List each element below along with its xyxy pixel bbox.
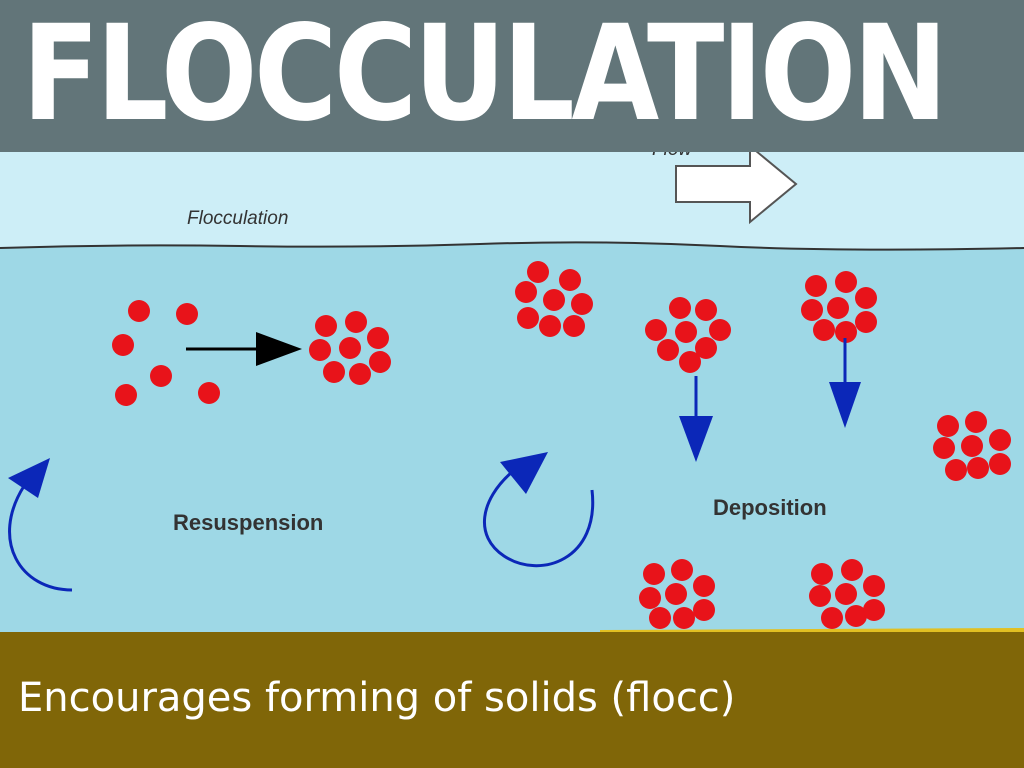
resuspension-arrow-icon	[500, 452, 548, 494]
particle	[559, 269, 581, 291]
deposition-label: Deposition	[713, 495, 827, 520]
floc-cluster	[515, 261, 593, 337]
particle	[517, 307, 539, 329]
flocculation-label: Flocculation	[187, 208, 288, 229]
particle	[945, 459, 967, 481]
deposition-arrow-icon	[829, 382, 861, 428]
resuspension-curve	[8, 485, 73, 592]
particle	[835, 321, 857, 343]
particle	[813, 319, 835, 341]
particle	[649, 607, 671, 629]
particle	[801, 299, 823, 321]
floc-cluster	[801, 271, 877, 343]
particle	[675, 321, 697, 343]
resuspension-label: Resuspension	[173, 510, 323, 535]
particle	[989, 429, 1011, 451]
aggregation-arrow-icon	[256, 332, 302, 366]
particle	[563, 315, 585, 337]
floc-cluster	[809, 559, 885, 629]
particle	[673, 607, 695, 629]
resuspension-curve	[482, 470, 595, 568]
floc-cluster	[639, 559, 715, 629]
particle	[695, 299, 717, 321]
particle	[709, 319, 731, 341]
particle	[323, 361, 345, 383]
particle	[679, 351, 701, 373]
water-surface-line	[0, 241, 1024, 251]
particle	[855, 287, 877, 309]
particle	[339, 337, 361, 359]
particle	[515, 281, 537, 303]
particle	[855, 311, 877, 333]
particle	[665, 583, 687, 605]
particle	[845, 605, 867, 627]
slide-title: FLOCCULATION	[22, 0, 948, 151]
particle	[539, 315, 561, 337]
particle	[345, 311, 367, 333]
particle	[349, 363, 371, 385]
deposition-arrow-icon	[679, 416, 713, 462]
particle	[669, 297, 691, 319]
particle	[965, 411, 987, 433]
particle	[128, 300, 150, 322]
caption-bar	[0, 632, 1024, 768]
particle	[809, 585, 831, 607]
particle	[933, 437, 955, 459]
particle	[527, 261, 549, 283]
particle	[841, 559, 863, 581]
particle	[645, 319, 667, 341]
particle	[835, 583, 857, 605]
particle	[961, 435, 983, 457]
flow-arrow-icon	[675, 143, 798, 225]
particle	[115, 384, 137, 406]
particle	[967, 457, 989, 479]
title-bar: FLOCCULATION	[0, 0, 1024, 152]
particle	[827, 297, 849, 319]
sediment-line	[599, 628, 1024, 634]
particle	[811, 563, 833, 585]
particle	[821, 607, 843, 629]
particle	[937, 415, 959, 437]
particle	[639, 587, 661, 609]
floc-cluster	[933, 411, 1011, 481]
particle	[367, 327, 389, 349]
particle	[695, 337, 717, 359]
particle	[863, 599, 885, 621]
particle	[543, 289, 565, 311]
particle	[989, 453, 1011, 475]
particle	[198, 382, 220, 404]
particle	[835, 271, 857, 293]
particle	[693, 599, 715, 621]
particle	[150, 365, 172, 387]
particle	[571, 293, 593, 315]
particle	[369, 351, 391, 373]
particle	[315, 315, 337, 337]
particle	[643, 563, 665, 585]
particle	[671, 559, 693, 581]
resuspension-arrow-icon	[8, 458, 50, 498]
scattered-particles	[112, 300, 220, 406]
sky-band	[0, 150, 1024, 250]
slide-caption: Encourages forming of solids (flocc)	[18, 675, 736, 721]
particle	[112, 334, 134, 356]
particle	[863, 575, 885, 597]
floc-cluster	[645, 297, 731, 373]
floc-cluster	[309, 311, 391, 385]
particle	[693, 575, 715, 597]
particle	[176, 303, 198, 325]
particle	[657, 339, 679, 361]
particle	[805, 275, 827, 297]
particle	[309, 339, 331, 361]
